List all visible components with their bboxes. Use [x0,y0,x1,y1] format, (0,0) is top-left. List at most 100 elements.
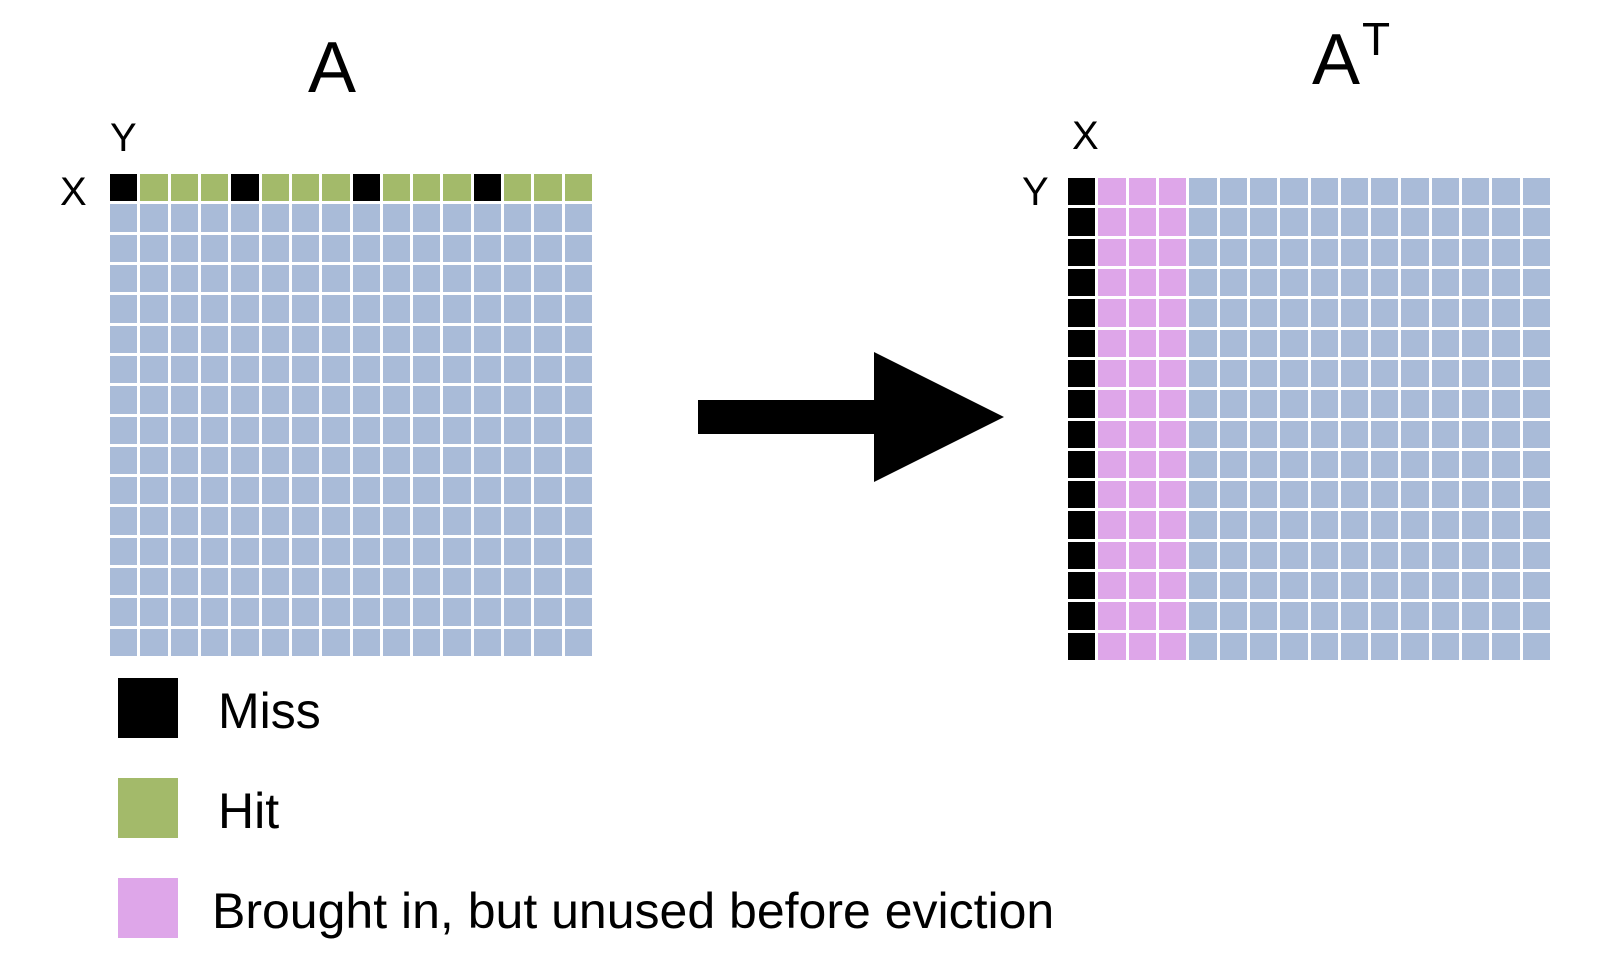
matrix-cell [1098,390,1126,418]
matrix-cell [1098,632,1126,660]
right-matrix-title-superscript: T [1362,13,1391,65]
matrix-cell [1462,359,1490,388]
matrix-cell [1522,511,1550,539]
matrix-cell [1068,268,1096,297]
matrix-cell [443,628,471,656]
matrix-cell [534,355,562,384]
matrix-cell [352,325,380,353]
matrix-cell [1280,541,1308,570]
matrix-cell [1340,178,1369,206]
matrix-cell [1128,602,1156,630]
legend-label-miss: Miss [218,683,321,739]
matrix-cell [1431,329,1460,357]
matrix-cell [1128,329,1156,357]
matrix-cell [1128,299,1156,327]
matrix-cell [170,386,198,414]
matrix-cell [1431,511,1460,539]
matrix-cell [1462,420,1490,448]
matrix-cell [1068,208,1096,236]
matrix-cell [413,628,441,656]
matrix-cell [1371,208,1399,236]
matrix-cell [322,325,350,353]
matrix-cell [110,264,138,293]
matrix-cell [231,204,259,232]
matrix-cell [504,204,532,232]
matrix-cell [231,295,259,323]
matrix-cell [1098,450,1126,479]
right-matrix-title: AT [1312,13,1391,100]
matrix-cell [291,446,320,475]
matrix-cell [1249,602,1278,630]
matrix-cell [1189,208,1217,236]
matrix-cell [1098,208,1126,236]
matrix-cell [1492,390,1520,418]
matrix-cell [1280,268,1308,297]
matrix-cell [1098,329,1126,357]
matrix-cell [1462,481,1490,509]
matrix-cell [1340,450,1369,479]
matrix-cell [1401,541,1429,570]
matrix-cell [1098,268,1126,297]
matrix-cell [504,295,532,323]
matrix-cell [1340,511,1369,539]
matrix-cell [1158,329,1187,357]
matrix-cell [473,264,502,293]
matrix-cell [504,568,532,596]
matrix-cell [1068,541,1096,570]
matrix-cell [110,355,138,384]
matrix-cell [170,568,198,596]
matrix-cell [1371,299,1399,327]
matrix-cell [140,204,168,232]
matrix-cell [1462,178,1490,206]
matrix-cell [473,628,502,656]
matrix-cell [443,507,471,535]
matrix-cell [231,416,259,444]
matrix-cell [1249,359,1278,388]
matrix-cell [1462,299,1490,327]
matrix-cell [352,598,380,626]
matrix-cell [1219,268,1247,297]
matrix-cell [1189,602,1217,630]
matrix-cell [1431,602,1460,630]
matrix-cell [261,204,289,232]
matrix-cell [1310,390,1338,418]
matrix-cell [1462,390,1490,418]
matrix-cell [200,174,229,202]
matrix-cell [1371,420,1399,448]
matrix-cell [504,174,532,202]
matrix-cell [534,477,562,505]
matrix-cell [534,416,562,444]
matrix-cell [1098,238,1126,266]
legend-swatch-hit [118,778,178,838]
matrix-cell [352,446,380,475]
matrix-cell [534,628,562,656]
matrix-cell [322,446,350,475]
matrix-cell [534,234,562,262]
matrix-cell [1098,420,1126,448]
matrix-cell [1068,481,1096,509]
matrix-cell [1340,238,1369,266]
matrix-cell [140,295,168,323]
matrix-cell [291,628,320,656]
matrix-cell [1492,208,1520,236]
matrix-cell [322,234,350,262]
matrix-cell [1249,329,1278,357]
matrix-cell [1492,329,1520,357]
matrix-cell [1249,178,1278,206]
matrix-cell [170,477,198,505]
matrix-cell [1522,329,1550,357]
matrix-cell [1522,178,1550,206]
matrix-cell [261,264,289,293]
matrix-cell [473,507,502,535]
matrix-cell [413,568,441,596]
matrix-cell [413,416,441,444]
matrix-cell [352,174,380,202]
matrix-cell [382,174,411,202]
matrix-cell [352,477,380,505]
matrix-cell [1431,450,1460,479]
matrix-cell [1522,268,1550,297]
matrix-cell [1158,208,1187,236]
matrix-cell [291,386,320,414]
matrix-cell [1158,602,1187,630]
matrix-cell [1158,359,1187,388]
